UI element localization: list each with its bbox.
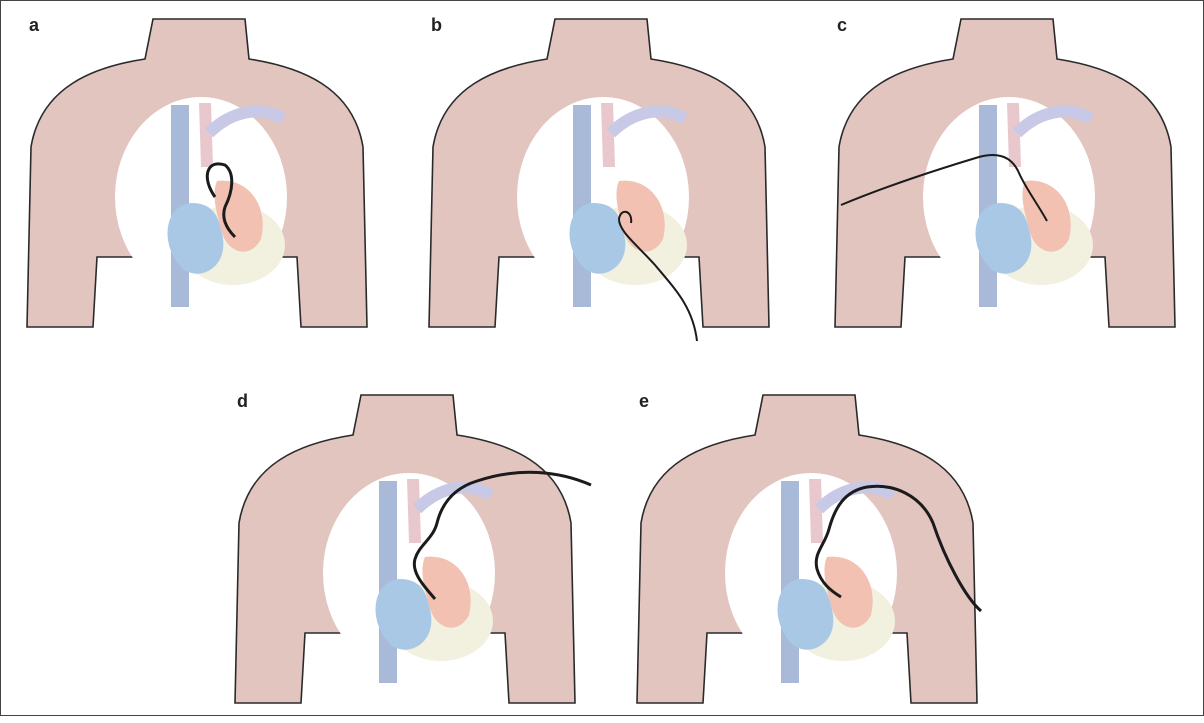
torso	[835, 19, 1175, 327]
torso	[27, 19, 367, 327]
aorta	[199, 103, 213, 167]
panel-c: c	[829, 7, 1189, 347]
panel-e-illustration	[631, 383, 991, 723]
aorta	[1007, 103, 1021, 167]
aorta	[407, 479, 421, 543]
torso	[637, 395, 977, 703]
aorta	[809, 479, 823, 543]
torso	[429, 19, 769, 327]
panel-b: b	[423, 7, 783, 347]
panel-c-illustration	[829, 7, 1189, 347]
torso	[235, 395, 575, 703]
panel-d-illustration	[229, 383, 589, 723]
panel-d: d	[229, 383, 589, 723]
panel-e: e	[631, 383, 991, 723]
aorta	[601, 103, 615, 167]
panel-a: a	[21, 7, 381, 347]
panel-a-illustration	[21, 7, 381, 347]
panel-b-illustration	[423, 7, 783, 347]
